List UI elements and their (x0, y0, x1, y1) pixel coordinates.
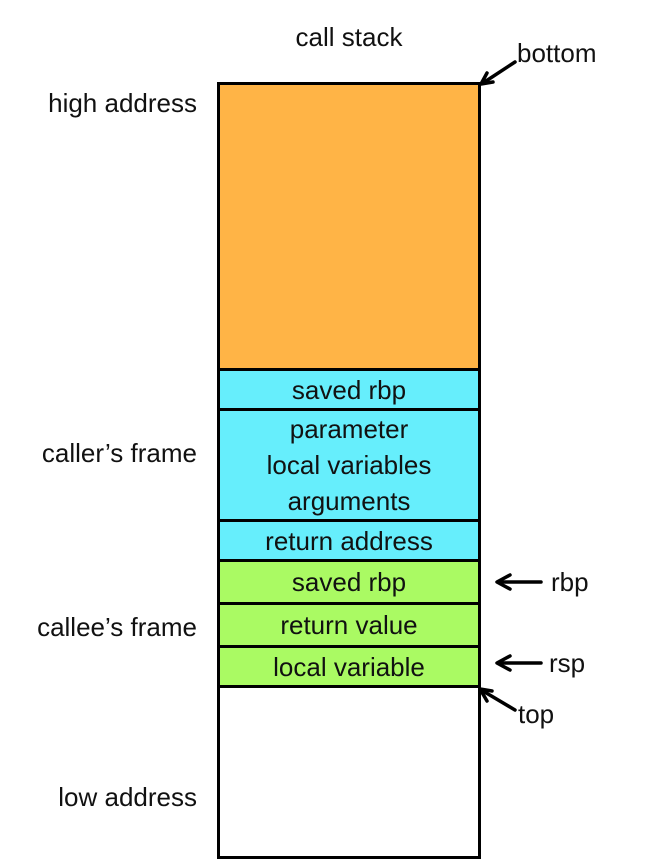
stack-row-return-address: return address (220, 522, 478, 562)
rsp-arrow-icon (495, 654, 543, 672)
stack-row-return-value: return value (220, 605, 478, 648)
stack-row-callee-saved-rbp: saved rbp (220, 562, 478, 605)
row-label: return value (280, 610, 418, 640)
stack-row-previous-frames (220, 85, 478, 371)
row-label: saved rbp (291, 374, 407, 405)
row-label: return address (265, 525, 433, 556)
row-label-line: parameter (289, 414, 409, 444)
label-rsp-pointer: rsp (549, 648, 586, 678)
stack-row-local-variable: local variable (220, 648, 478, 688)
stack-row-caller-locals: parameter local variables arguments (220, 411, 478, 522)
row-label: saved rbp (291, 567, 407, 597)
label-high-address: high address (48, 88, 197, 118)
stack-row-caller-saved-rbp: saved rbp (220, 371, 478, 411)
label-bottom-pointer: bottom (517, 38, 597, 68)
stack-box: saved rbp parameter local variables argu… (217, 82, 481, 859)
row-label: local variable (273, 651, 425, 682)
row-label-line: local variables (266, 450, 432, 480)
label-callees-frame: callee’s frame (37, 612, 197, 642)
label-callers-frame: caller’s frame (41, 438, 197, 468)
stack-row-free-space (220, 688, 478, 856)
row-label-line: arguments (287, 486, 411, 516)
diagram-title: call stack (295, 22, 403, 52)
label-low-address: low address (58, 782, 197, 812)
label-top-pointer: top (518, 699, 555, 729)
label-rbp-pointer: rbp (551, 567, 589, 597)
top-arrow-icon (478, 687, 517, 712)
bottom-arrow-icon (479, 60, 517, 86)
rbp-arrow-icon (495, 573, 543, 591)
